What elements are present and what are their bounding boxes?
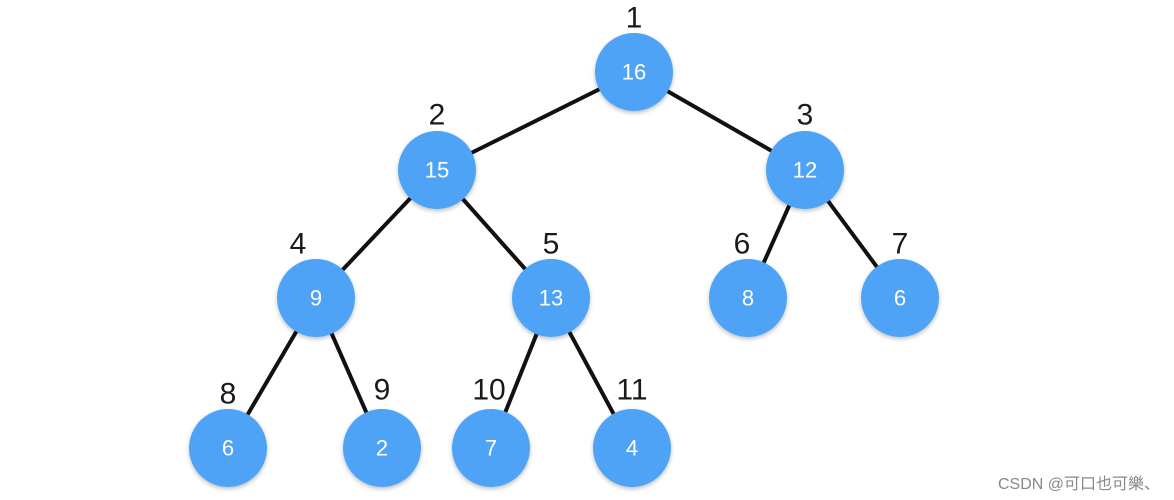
edge-4-9 [329,331,369,415]
node-circle [595,33,673,111]
edge-1-3 [665,89,774,153]
tree-edges [245,87,879,417]
node-circle [512,259,590,337]
node-value: 15 [425,158,449,183]
edge-4-8 [245,329,299,417]
node-circle [343,409,421,487]
node-value: 9 [310,286,322,311]
tree-node-4: 94 [277,228,355,337]
tree-node-1: 16 1 [595,2,673,111]
node-circle [766,131,844,209]
tree-node-6: 86 [709,228,787,337]
tree-node-11: 4 11 [593,374,671,487]
tree-node-9: 29 [343,374,421,487]
node-value: 8 [742,286,754,311]
node-value: 4 [626,436,638,461]
edge-5-10 [503,332,539,414]
edge-1-2 [469,87,602,155]
node-index-label: 10 [472,374,505,407]
edge-5-11 [567,330,616,416]
node-circle [709,259,787,337]
node-circle [593,409,671,487]
node-value: 2 [376,436,388,461]
node-value: 6 [222,436,234,461]
edge-2-5 [460,197,528,271]
node-index-label: 6 [734,228,751,261]
node-index-label: 4 [290,228,307,261]
node-index-label: 5 [543,228,560,261]
node-index-label: 8 [220,378,237,411]
edge-3-6 [761,203,792,265]
node-index-label: 9 [374,374,391,407]
edge-3-7 [826,199,879,269]
node-value: 13 [539,286,563,311]
node-circle [277,259,355,337]
node-index-label: 1 [626,2,643,35]
node-index-label: 7 [892,228,909,261]
tree-node-5: 13 5 [512,228,590,337]
tree-node-7: 67 [861,228,939,337]
node-circle [398,131,476,209]
node-value: 6 [894,286,906,311]
tree-node-2: 15 2 [398,99,476,209]
node-index-label: 2 [429,99,446,132]
node-value: 7 [485,436,497,461]
node-circle [861,259,939,337]
node-circle [189,409,267,487]
tree-node-8: 68 [189,378,267,487]
edge-2-4 [340,196,413,272]
tree-node-3: 12 3 [766,99,844,209]
watermark: CSDN @可口也可樂、 [997,476,1160,493]
node-index-label: 11 [616,374,647,407]
node-value: 12 [793,158,817,183]
node-circle [452,409,530,487]
tree-node-10: 7 10 [452,374,530,487]
node-value: 16 [622,60,646,85]
node-index-label: 3 [797,99,814,132]
